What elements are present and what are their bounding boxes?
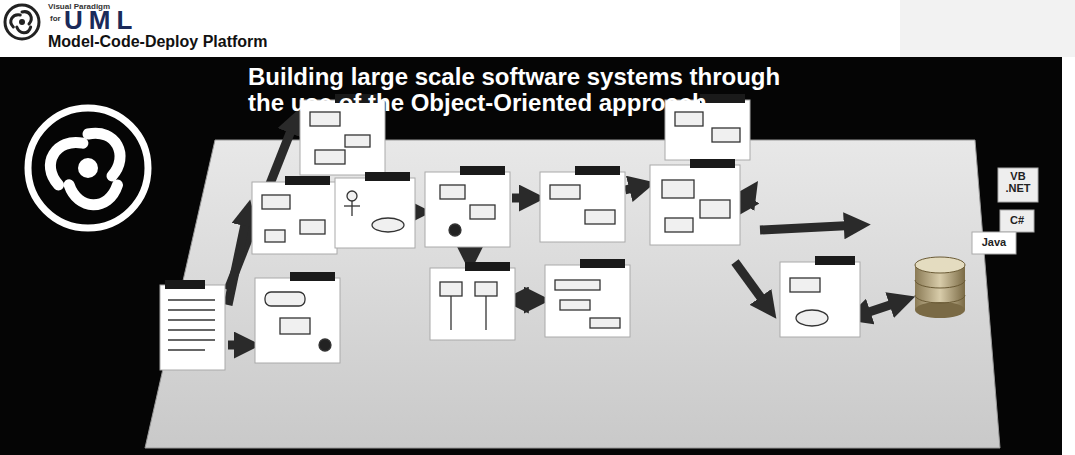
black-panel <box>0 57 1062 455</box>
right-margin <box>1062 57 1075 455</box>
for-word: for <box>50 15 61 24</box>
platform <box>145 140 1000 448</box>
logo-small <box>5 5 39 39</box>
header-shade <box>900 0 1075 57</box>
database-symbol <box>915 257 965 318</box>
diagram-cards <box>160 100 1038 370</box>
language-label: Java <box>972 236 1016 248</box>
headline: Building large scale software systems th… <box>248 64 793 116</box>
product-tagline: Model-Code-Deploy Platform <box>48 33 268 51</box>
logo-large <box>28 108 148 228</box>
product-name: UML <box>64 6 138 35</box>
card-glyphs <box>168 112 828 351</box>
header-ground <box>0 0 1075 57</box>
card-tabs <box>165 94 855 289</box>
language-label: C# <box>1000 214 1034 226</box>
language-label: VB .NET <box>998 170 1038 194</box>
